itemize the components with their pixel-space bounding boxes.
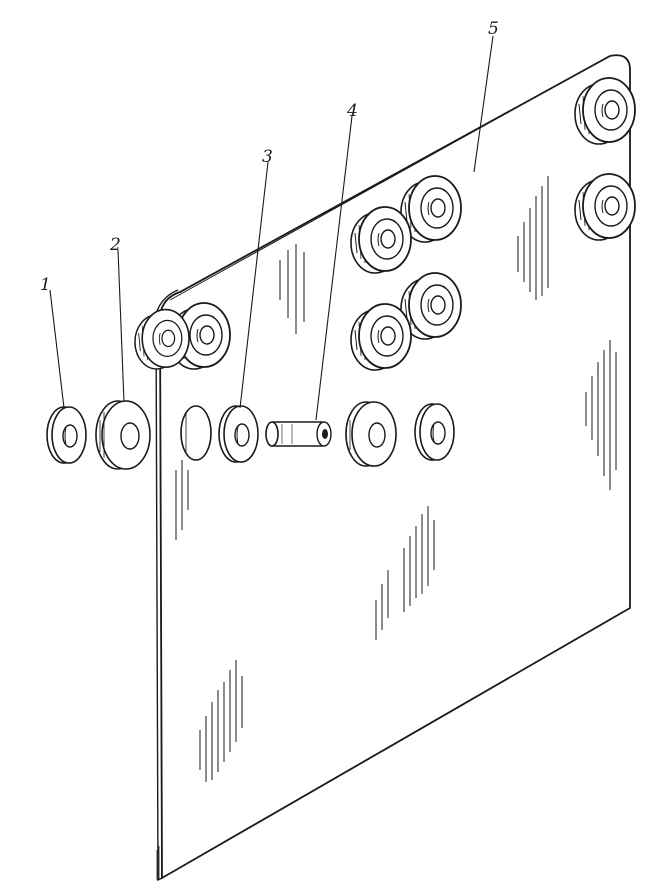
washer-part-3 bbox=[218, 405, 259, 463]
washer-part-2 bbox=[95, 400, 151, 470]
callout-1: 1 bbox=[40, 275, 51, 295]
plate-hole bbox=[180, 405, 212, 461]
callout-3: 3 bbox=[262, 147, 273, 167]
washer-part-1 bbox=[46, 406, 87, 464]
plate-hatching bbox=[175, 176, 617, 782]
leader-lines bbox=[49, 35, 494, 421]
callout-labels: 1 2 3 4 5 bbox=[40, 19, 499, 295]
callout-4: 4 bbox=[346, 101, 358, 121]
spacer-tube-part-4 bbox=[265, 421, 332, 447]
backplate-part-5 bbox=[153, 54, 631, 882]
callout-5: 5 bbox=[488, 19, 499, 39]
loose-parts-row bbox=[46, 400, 455, 470]
small-washer-right bbox=[414, 403, 455, 461]
callout-2: 2 bbox=[109, 235, 121, 255]
large-washer bbox=[345, 401, 397, 467]
